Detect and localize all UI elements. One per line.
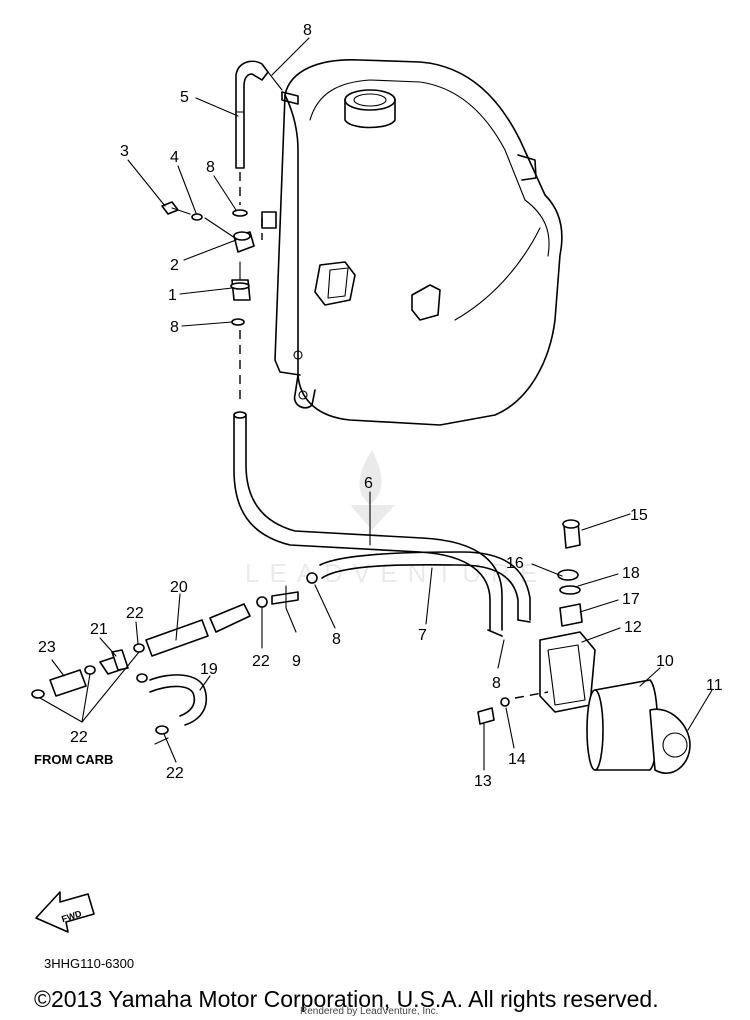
- callout-13: 13: [474, 773, 492, 790]
- callout-21: 21: [90, 621, 108, 638]
- fwd-arrow-icon: FWD: [35, 891, 95, 933]
- copyright-notice: ©2013 Yamaha Motor Corporation, U.S.A. A…: [34, 986, 659, 1012]
- carb-return-hoses: [31, 603, 251, 745]
- callout-8: 8: [492, 675, 501, 692]
- rendered-by-notice: Rendered by LeadVenture, Inc.: [300, 1006, 439, 1017]
- svg-text:LEADVENTURE: LEADVENTURE: [245, 558, 547, 588]
- callout-14: 14: [508, 751, 526, 768]
- callout-22: 22: [166, 765, 184, 782]
- callout-8: 8: [170, 319, 179, 336]
- callout-23: 23: [38, 639, 56, 656]
- callout-1: 1: [168, 287, 177, 304]
- callout-5: 5: [180, 89, 189, 106]
- callout-18: 18: [622, 565, 640, 582]
- fuel-pump-assembly: [477, 519, 691, 774]
- vent-hose: [235, 60, 283, 205]
- callout-labels: 8 5 3 4 8 2 1 8 6 15 16 18 20 17 22 21 1…: [38, 22, 723, 790]
- callout-3: 3: [120, 143, 129, 160]
- callout-2: 2: [170, 257, 179, 274]
- leader-lines: [39, 37, 713, 771]
- callout-22: 22: [252, 653, 270, 670]
- callout-4: 4: [170, 149, 179, 166]
- callout-22: 22: [70, 729, 88, 746]
- callout-8: 8: [206, 159, 215, 176]
- callout-15: 15: [630, 507, 648, 524]
- fuel-hose: [233, 411, 531, 637]
- callout-9: 9: [292, 653, 301, 670]
- callout-20: 20: [170, 579, 188, 596]
- callout-16: 16: [506, 555, 524, 572]
- hose-fitting: [256, 572, 318, 609]
- from-carb-label: FROM CARB: [34, 752, 114, 767]
- diagram-reference-code: 3HHG110-6300: [44, 956, 135, 971]
- fuel-tank: [261, 59, 563, 426]
- callout-19: 19: [200, 661, 218, 678]
- callout-8: 8: [303, 22, 312, 39]
- callout-12: 12: [624, 619, 642, 636]
- leadventure-watermark-logo: LEADVENTURE: [245, 450, 547, 588]
- callout-8: 8: [332, 631, 341, 648]
- callout-10: 10: [656, 653, 674, 670]
- check-valve-assembly: [161, 201, 263, 405]
- callout-7: 7: [418, 627, 427, 644]
- callout-17: 17: [622, 591, 640, 608]
- callout-22: 22: [126, 605, 144, 622]
- callout-11: 11: [706, 677, 723, 694]
- callout-6: 6: [364, 475, 373, 492]
- fwd-label: FWD: [60, 908, 83, 924]
